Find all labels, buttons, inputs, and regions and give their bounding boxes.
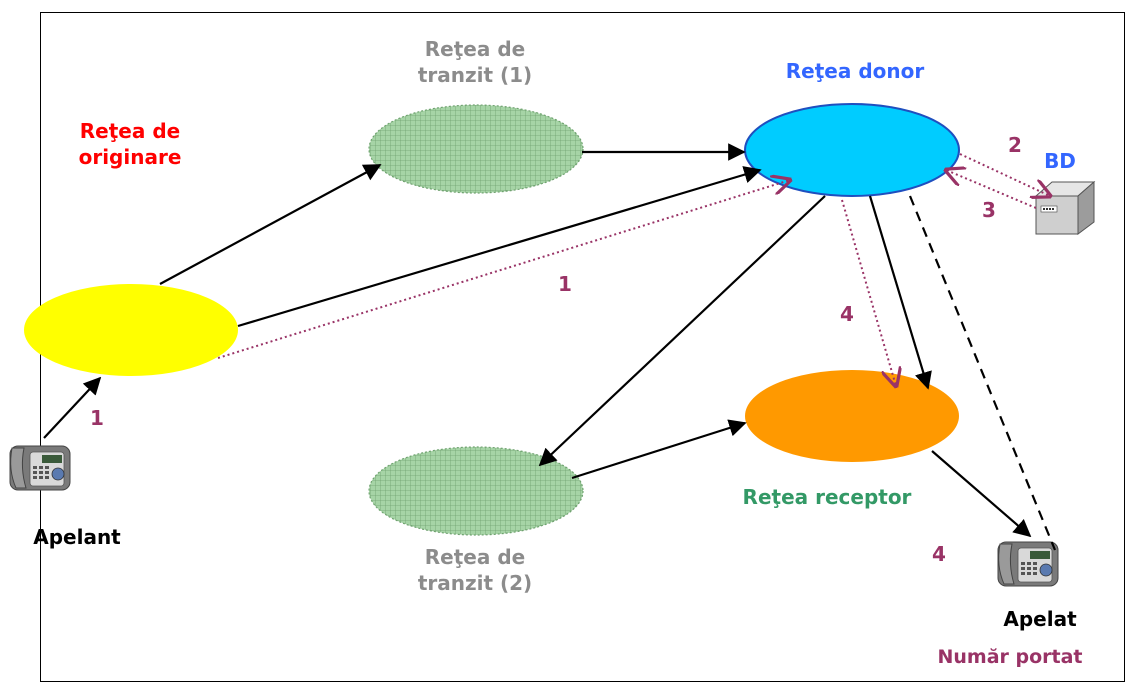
transit-network-1-label: Reţea de tranzit (1) (395, 36, 555, 88)
database-server-icon (1034, 180, 1096, 235)
callee-label: Apelat (1003, 607, 1077, 631)
arrow-caller-to-origin (43, 376, 102, 439)
arrow-origin-to-transit1 (159, 164, 382, 285)
arrow-donor-to-receiver (868, 195, 932, 390)
step-label-caller-to-origin: 1 (90, 406, 104, 430)
caller-label: Apelant (33, 525, 121, 549)
step-label-donor-to-receiver: 4 (840, 302, 854, 326)
transit1-label-line2: tranzit (1) (417, 63, 533, 87)
caller-phone-icon (9, 445, 71, 491)
ported-number-label: Număr portat (937, 646, 1083, 668)
transit2-label-line1: Reţea de (424, 545, 526, 569)
transit-network-1 (368, 104, 584, 194)
transit-network-2-label: Reţea de tranzit (2) (395, 544, 555, 596)
signal-donor-to-db (959, 153, 1050, 196)
transit1-label-line1: Reţea de (424, 37, 526, 61)
database-label: BD (1044, 149, 1076, 173)
originating-network (24, 284, 238, 376)
step-label-db-to-donor: 3 (982, 198, 996, 222)
receiver-network-label: Reţea receptor (742, 485, 912, 509)
arrow-donor-to-transit2 (538, 195, 826, 467)
donor-network-label: Reţea donor (785, 59, 925, 83)
dashed-link-donor-callee (908, 195, 1057, 551)
step-label-origin-to-donor: 1 (558, 272, 572, 296)
receiver-network (745, 370, 959, 462)
arrow-transit2-to-receiver (571, 419, 747, 480)
transit2-label-line2: tranzit (2) (417, 571, 533, 595)
arrow-receiver-to-callee (931, 450, 1032, 538)
originating-label-line1: Reţea de (79, 119, 181, 143)
arrow-origin-to-donor (237, 166, 762, 328)
originating-network-label: Reţea de originare (60, 118, 200, 170)
step-label-donor-to-db: 2 (1008, 133, 1022, 157)
originating-label-line2: originare (78, 145, 182, 169)
signal-db-to-donor (946, 170, 1037, 209)
transit-network-2 (368, 446, 584, 536)
signal-donor-to-receiver (841, 199, 896, 386)
callee-phone-icon (997, 541, 1059, 587)
donor-network (744, 103, 960, 197)
step-label-receiver-to-callee: 4 (932, 542, 946, 566)
